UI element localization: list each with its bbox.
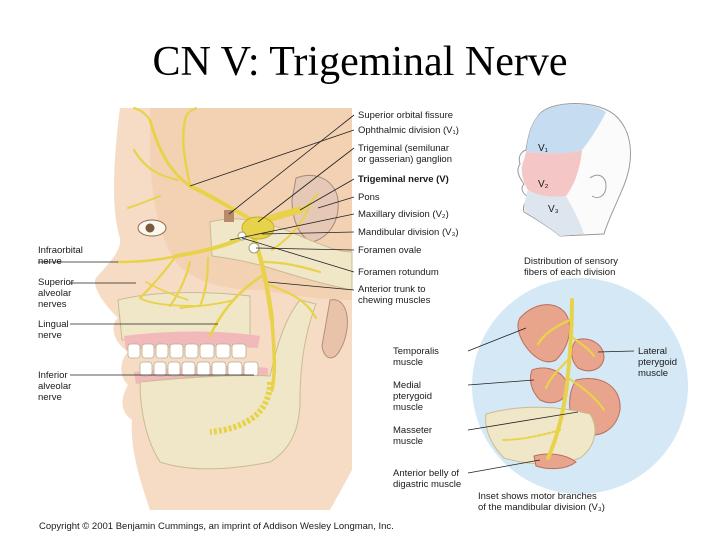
leader-lines-inset [467,327,635,474]
label-infraorbital-nerve: Infraorbital nerve [38,245,83,267]
superior-orbital-fissure [224,210,234,222]
v2-label: V₂ [538,179,549,190]
sensory-distribution-head [517,103,631,237]
label-lateral-pterygoid: Lateral pterygoid muscle [638,346,678,379]
label-trigeminal-ganglion: Trigeminal (semilunar or gasserian) gang… [358,143,453,165]
copyright-notice: Copyright © 2001 Benjamin Cummings, an i… [39,521,394,532]
trigeminal-ganglion [241,216,275,240]
label-maxillary-division: Maxillary division (V₂) [358,209,449,220]
lower-teeth [139,361,259,377]
label-digastric: Anterior belly of digastric muscle [393,468,462,490]
label-distribution-caption: Distribution of sensory fibers of each d… [524,256,618,278]
leader-lines-main [38,114,355,376]
v2-zone [521,150,582,197]
label-foramen-rotundum: Foramen rotundum [358,267,439,278]
label-inferior-alveolar-nerve: Inferior alveolar nerve [38,370,72,403]
label-pons: Pons [358,192,380,203]
pons [291,175,339,243]
temporalis-muscle [517,304,571,363]
v3-label: V₃ [548,204,559,215]
label-temporalis: Temporalis muscle [393,346,439,368]
label-medial-pterygoid: Medial pterygoid muscle [393,380,433,413]
v1-zone [526,104,606,154]
label-mandibular-division: Mandibular division (V₃) [358,227,459,238]
inset-motor-branches [472,278,688,494]
upper-teeth [127,343,247,359]
medial-pterygoid-muscle [529,367,569,404]
label-lingual-nerve: Lingual nerve [38,319,69,341]
v3-zone [524,190,584,236]
v1-label: V₁ [538,143,549,154]
label-masseter: Masseter muscle [393,425,433,447]
label-superior-orbital-fissure: Superior orbital fissure [358,110,454,121]
label-inset-caption: Inset shows motor branches of the mandib… [478,491,605,513]
label-superior-alveolar-nerves: Superior alveolar nerves [38,277,74,310]
slide-title: CN V: Trigeminal Nerve [152,39,568,85]
label-foramen-ovale: Foramen ovale [358,245,422,256]
mandible [139,299,317,470]
label-ophthalmic-division: Ophthalmic division (V₁) [358,125,459,136]
label-trigeminal-nerve: Trigeminal nerve (V) [358,174,449,185]
nerve-branches [116,107,322,392]
head-illustration [94,107,353,510]
label-anterior-trunk: Anterior trunk to chewing muscles [358,284,431,306]
